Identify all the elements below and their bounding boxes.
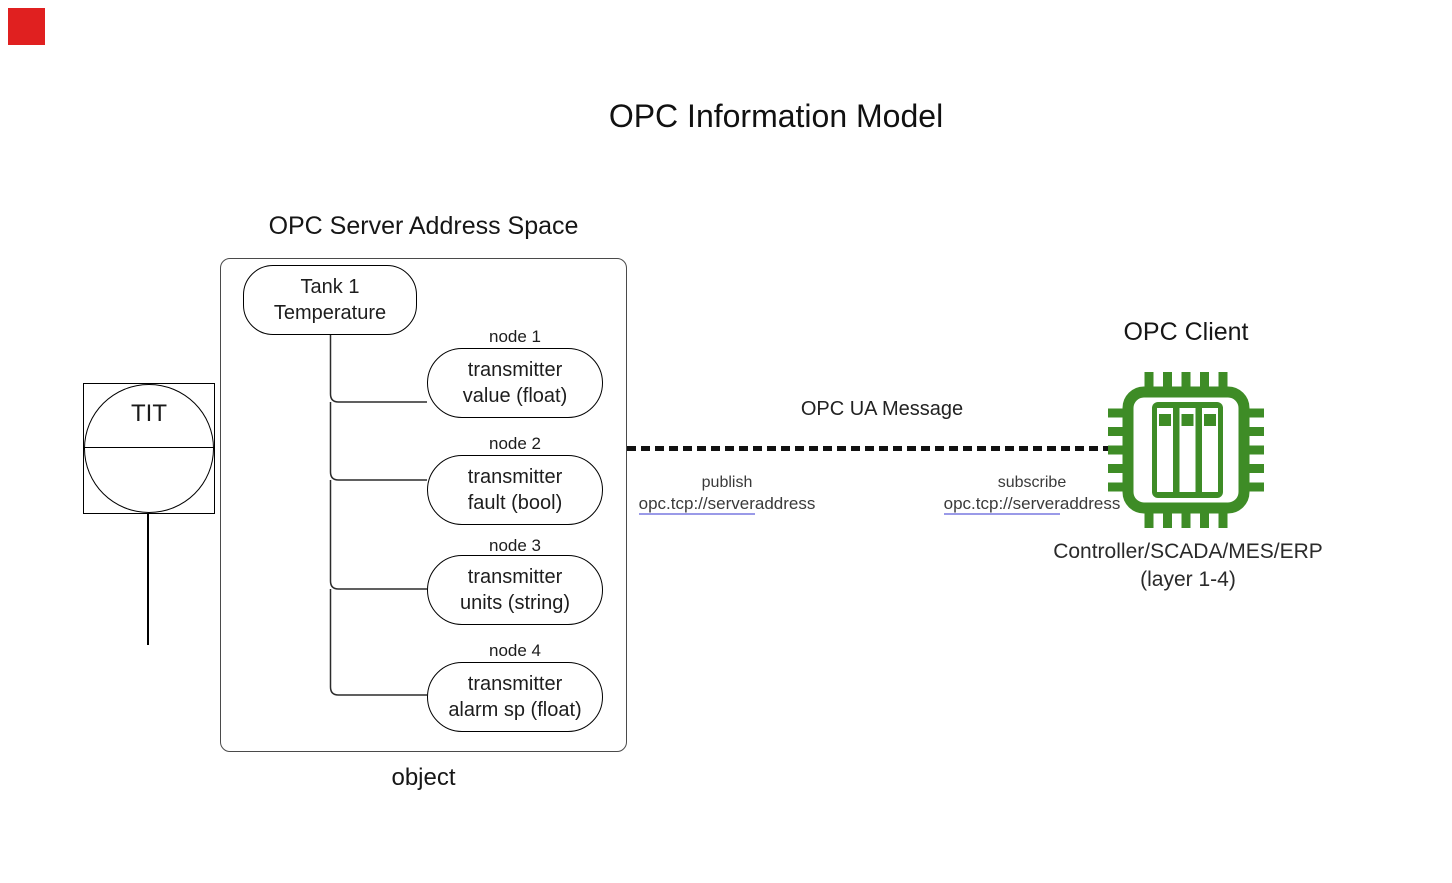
server-space-heading: OPC Server Address Space	[268, 212, 579, 240]
node-3-line1: transmitter	[467, 566, 563, 588]
tit-tail-line	[147, 514, 149, 645]
subscribe-action-label: subscribe	[997, 474, 1067, 491]
tit-tag: TIT	[131, 400, 167, 427]
client-title: OPC Client	[1123, 318, 1249, 346]
node-3-line2: units (string)	[459, 592, 571, 614]
node-4-line1: transmitter	[467, 673, 563, 695]
root-node-tank-temperature: Tank 1 Temperature	[243, 265, 417, 335]
node-2-label: node 2	[489, 434, 541, 453]
node-1-oval: transmitter value (float)	[427, 348, 603, 418]
message-label: OPC UA Message	[800, 398, 964, 420]
chip-icon	[1108, 372, 1264, 528]
publish-address-link[interactable]: opc.tcp://server	[638, 494, 755, 515]
publish-action-label: publish	[701, 474, 753, 491]
object-caption: object	[391, 764, 456, 791]
node-1-line2: value (float)	[462, 385, 568, 407]
node-1-label: node 1	[489, 327, 541, 346]
node-2-line1: transmitter	[467, 466, 563, 488]
client-caption: Controller/SCADA/MES/ERP (layer 1-4)	[1012, 538, 1364, 594]
publish-endpoint: publish opc.tcp://serveraddress	[627, 473, 827, 515]
red-status-square	[8, 8, 45, 45]
subscribe-address: opc.tcp://serveraddress	[932, 493, 1132, 515]
node-4-line2: alarm sp (float)	[448, 699, 582, 721]
node-2-oval: transmitter fault (bool)	[427, 455, 603, 525]
dashed-message-line	[627, 446, 1110, 451]
node-2-line2: fault (bool)	[467, 492, 563, 514]
node-4-label: node 4	[489, 641, 541, 660]
page-title: OPC Information Model	[608, 98, 944, 134]
subscribe-address-rest: address	[1059, 494, 1121, 513]
publish-address-rest: address	[754, 494, 816, 513]
subscribe-address-link[interactable]: opc.tcp://server	[943, 494, 1060, 515]
node-1-line1: transmitter	[467, 359, 563, 381]
node-3-oval: transmitter units (string)	[427, 555, 603, 625]
root-node-line1: Tank 1	[300, 276, 360, 298]
client-caption-line2: (layer 1-4)	[1140, 568, 1236, 591]
node-3-label: node 3	[489, 536, 541, 555]
subscribe-endpoint: subscribe opc.tcp://serveraddress	[932, 473, 1132, 515]
client-caption-line1: Controller/SCADA/MES/ERP	[1053, 540, 1323, 563]
publish-address: opc.tcp://serveraddress	[627, 493, 827, 515]
root-node-line2: Temperature	[273, 302, 387, 324]
tit-midline	[84, 447, 214, 448]
tit-instrument-symbol: TIT	[83, 383, 215, 645]
node-4-oval: transmitter alarm sp (float)	[427, 662, 603, 732]
tit-circle	[84, 384, 214, 513]
tit-square: TIT	[83, 383, 215, 514]
